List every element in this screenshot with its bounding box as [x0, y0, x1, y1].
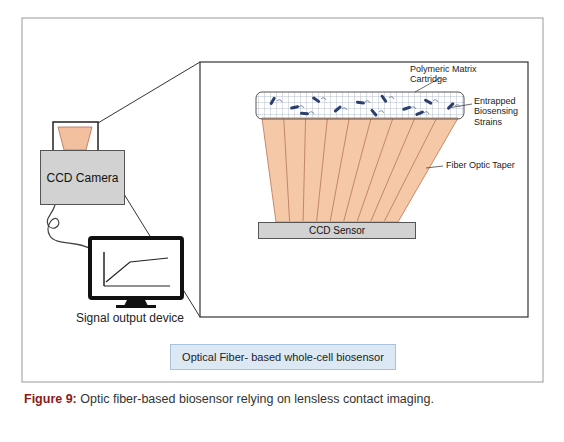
sensor-box: CCD Sensor — [258, 222, 416, 239]
monitor — [90, 238, 182, 298]
biosensing-strains — [269, 94, 460, 117]
leader-line — [448, 104, 472, 108]
figure-caption: Figure 9: Optic fiber-based biosensor re… — [24, 392, 554, 406]
node-text: Optical Fiber- based whole-cell biosenso… — [182, 351, 384, 363]
leader-line — [426, 166, 443, 168]
monitor-stand — [124, 298, 148, 306]
outer-panel — [22, 18, 543, 382]
monitor-base — [116, 305, 156, 308]
device-label: Signal output device — [70, 312, 190, 326]
plot-axes — [104, 252, 170, 286]
fiber-optic-taper — [262, 118, 458, 222]
part-label: Fiber Optic Taper — [446, 160, 526, 170]
title-box: Optical Fiber- based whole-cell biosenso… — [170, 344, 396, 370]
fibers — [284, 119, 436, 221]
polymeric-cartridge — [256, 92, 464, 119]
node-text: CCD Camera — [46, 171, 118, 185]
cable — [47, 205, 92, 250]
zoom-line — [98, 62, 200, 123]
camera-box: CCD Camera — [40, 150, 125, 205]
plot-curve — [106, 258, 168, 282]
zoom-frame — [53, 122, 98, 152]
part-label: Entrapped Biosensing Strains — [474, 96, 536, 127]
taper-icon — [58, 127, 92, 150]
node-text: CCD Sensor — [309, 225, 365, 236]
part-label: Polymeric Matrix Cartridge — [410, 64, 502, 85]
